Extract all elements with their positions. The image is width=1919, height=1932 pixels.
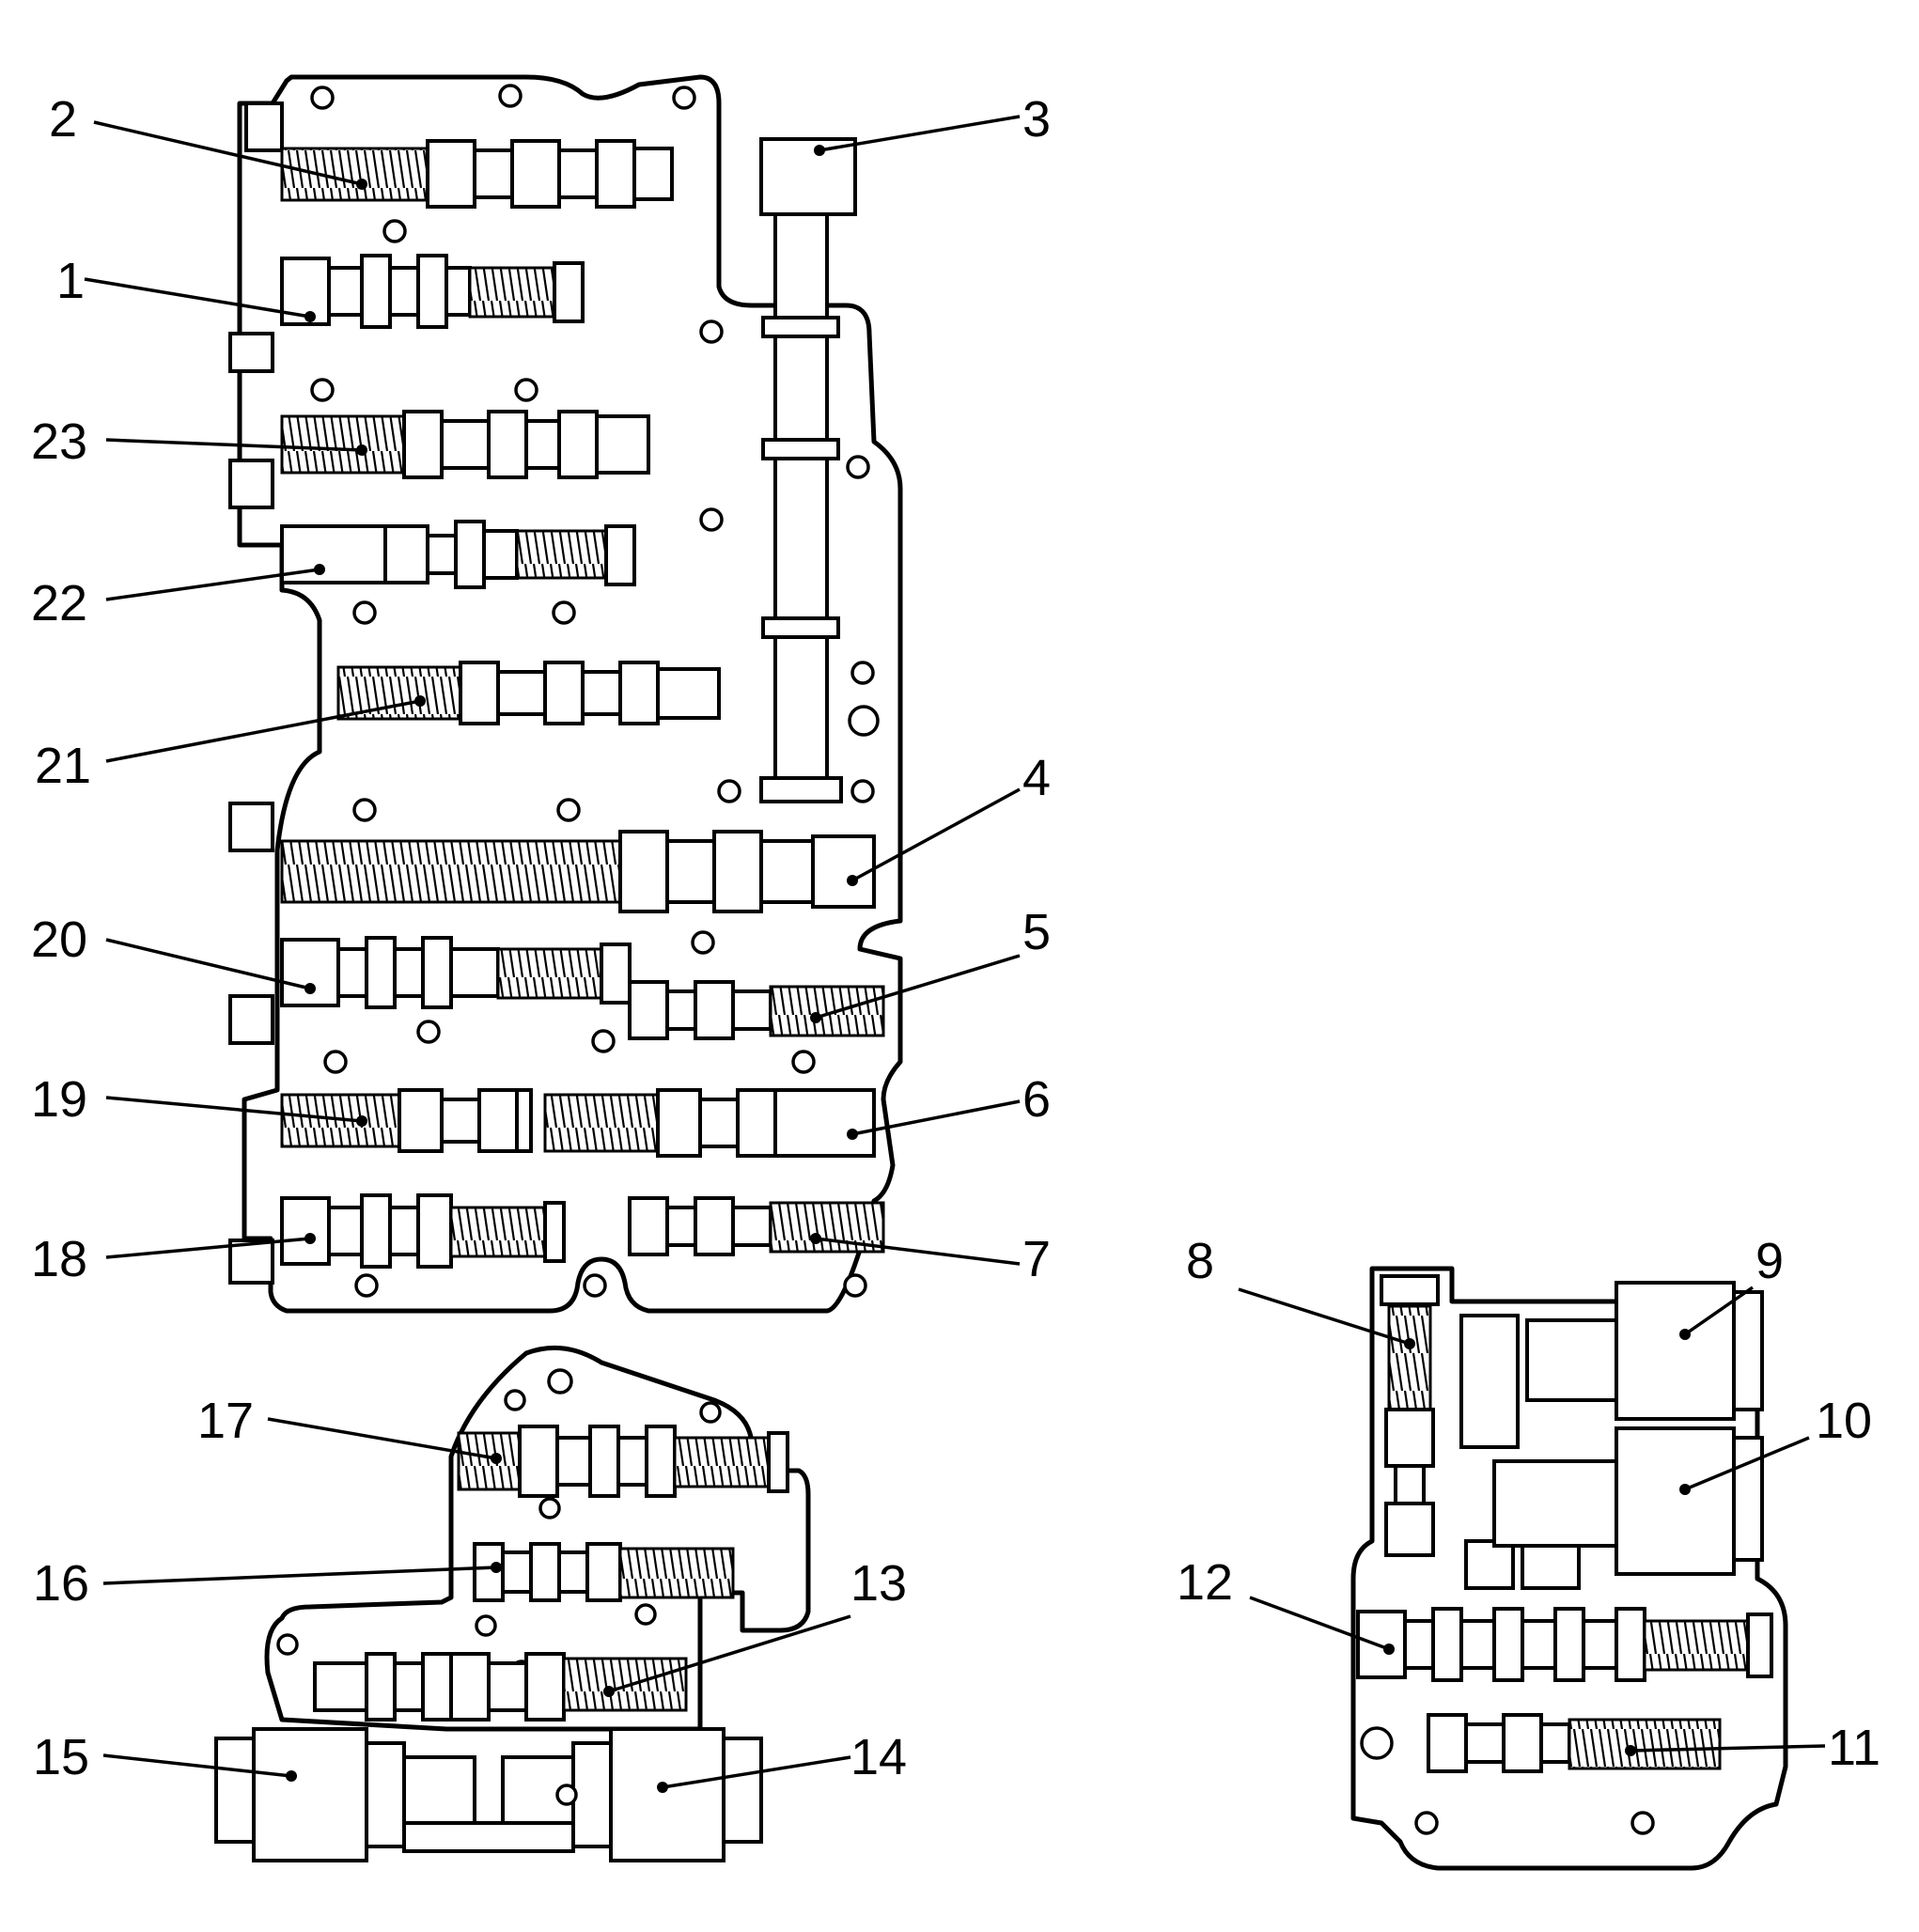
valve-18	[280, 1193, 566, 1269]
callout-6: 6	[1022, 1071, 1051, 1128]
callout-22: 22	[31, 575, 87, 631]
callout-11: 11	[1828, 1720, 1880, 1776]
leader-lines	[84, 115, 1826, 1793]
callout-1: 1	[56, 253, 85, 309]
callout-19: 19	[31, 1071, 87, 1128]
callout-9: 9	[1755, 1233, 1784, 1289]
callout-18: 18	[31, 1231, 87, 1287]
callout-3: 3	[1022, 91, 1051, 148]
callout-labels: 2 1 3 23 22 21 4 20 5 19 6 18 7 8 9 10 1…	[31, 91, 1880, 1785]
valve-11	[1427, 1713, 1722, 1773]
valve-2	[280, 139, 674, 209]
callout-23: 23	[31, 413, 87, 470]
callout-17: 17	[197, 1393, 254, 1449]
callout-2: 2	[49, 91, 77, 148]
lower-right-valve-body	[1350, 1266, 1788, 1871]
callout-5: 5	[1022, 904, 1051, 960]
callout-15: 15	[33, 1729, 89, 1785]
solenoid-10	[1492, 1426, 1764, 1576]
valve-8	[1380, 1274, 1440, 1557]
callout-7: 7	[1022, 1231, 1051, 1287]
valve-7	[628, 1196, 885, 1256]
callout-21: 21	[35, 738, 91, 794]
valve-19	[280, 1088, 533, 1153]
valve-20	[280, 936, 632, 1009]
valve-13	[313, 1652, 688, 1722]
valve-21	[336, 661, 721, 725]
valve-23	[280, 410, 650, 479]
callout-14: 14	[850, 1729, 907, 1785]
callout-16: 16	[33, 1555, 89, 1612]
lower-left-valve-body	[214, 1345, 811, 1862]
solenoid-9	[1525, 1281, 1764, 1421]
callout-8: 8	[1186, 1233, 1214, 1289]
callout-12: 12	[1177, 1554, 1233, 1611]
valve-4	[280, 830, 876, 913]
valve-17	[457, 1425, 789, 1498]
callout-20: 20	[31, 911, 87, 968]
valve-1	[280, 254, 585, 329]
solenoid-15	[214, 1727, 476, 1862]
valve-12	[1356, 1607, 1773, 1682]
upper-body-bolt-holes	[310, 84, 880, 1298]
callout-13: 13	[850, 1555, 907, 1612]
valve-5	[628, 980, 885, 1040]
callout-4: 4	[1022, 750, 1051, 806]
valve-22	[280, 520, 636, 589]
valve-16	[473, 1542, 735, 1602]
valve-6	[543, 1088, 876, 1158]
callout-10: 10	[1816, 1393, 1872, 1449]
valve-3	[759, 137, 857, 803]
upper-valve-body	[228, 74, 903, 1314]
